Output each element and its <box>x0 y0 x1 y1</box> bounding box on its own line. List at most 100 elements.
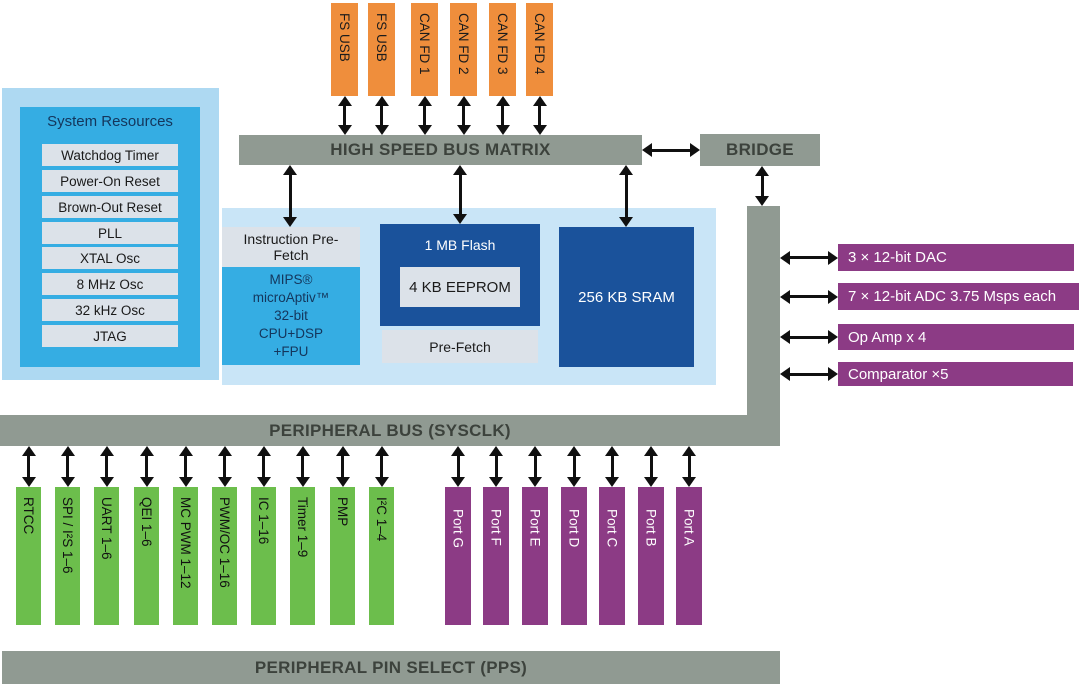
analog-op-amp-x-4-label: Op Amp x 4 <box>848 328 927 346</box>
peripheral-spi-i-s-1-6: SPI / I²S 1–6 <box>55 487 80 625</box>
arrow-mc-pwm-1-12 <box>178 446 193 487</box>
sysres-pll: PLL <box>42 222 178 244</box>
arrow-port-a <box>682 446 696 487</box>
port-port-d: Port D <box>561 487 587 625</box>
peripheral-qei-1-6-label: QEI 1–6 <box>139 497 154 547</box>
arrow-i-c-1-4 <box>374 446 389 487</box>
sysres-watchdog-timer: Watchdog Timer <box>42 144 178 166</box>
cpu-label-line: 32-bit <box>274 308 308 324</box>
connector-can-fd-3-5: CAN FD 3 <box>489 3 516 96</box>
arrow-port-g <box>451 446 465 487</box>
instruction-prefetch-box: Instruction Pre-Fetch <box>222 227 360 267</box>
arrow-op-amp-x-4 <box>780 330 838 344</box>
cpu-box <box>222 267 360 365</box>
peripheral-rtcc-label: RTCC <box>21 497 36 535</box>
arrow-matrix-instruction-prefetch <box>283 165 297 227</box>
sysres-power-on-reset-label: Power-On Reset <box>60 173 160 189</box>
arrow-7-12-bit-adc-3-75-msps-each <box>780 289 838 304</box>
connector-can-fd-1-3-label: CAN FD 1 <box>417 13 432 75</box>
analog-op-amp-x-4: Op Amp x 4 <box>838 324 1074 350</box>
peripheral-mc-pwm-1-12: MC PWM 1–12 <box>173 487 198 625</box>
connector-fs-usb-1: FS USB <box>331 3 358 96</box>
sysres-8-mhz-osc: 8 MHz Osc <box>42 273 178 295</box>
peripheral-uart-1-6-label: UART 1–6 <box>99 497 114 560</box>
system-resources-title: System Resources <box>47 113 173 130</box>
port-port-f: Port F <box>483 487 509 625</box>
port-port-a: Port A <box>676 487 702 625</box>
analog-comparator-5-label: Comparator ×5 <box>848 365 949 383</box>
connector-can-fd-2-4-label: CAN FD 2 <box>456 13 471 75</box>
sysres-jtag: JTAG <box>42 325 178 347</box>
arrow-pmp <box>335 446 350 487</box>
port-port-c: Port C <box>599 487 625 625</box>
peripheral-i-c-1-4-label: I²C 1–4 <box>374 497 389 542</box>
sysres-brown-out-reset-label: Brown-Out Reset <box>58 199 162 215</box>
sysres-power-on-reset: Power-On Reset <box>42 170 178 192</box>
connector-can-fd-3-5-label: CAN FD 3 <box>495 13 510 75</box>
connector-can-fd-4-6: CAN FD 4 <box>526 3 553 96</box>
port-port-c-label: Port C <box>604 509 620 548</box>
peripheral-pwm-oc-1-16-label: PWM/OC 1–16 <box>217 497 232 588</box>
peripheral-pmp: PMP <box>330 487 355 625</box>
arrow-can-fd-2-4 <box>456 96 471 135</box>
arrow-port-e <box>528 446 542 487</box>
peripheral-spi-i-s-1-6-label: SPI / I²S 1–6 <box>60 497 75 574</box>
flash-prefetch-box: Pre-Fetch <box>382 330 538 363</box>
sysres-32-khz-osc: 32 kHz Osc <box>42 299 178 321</box>
arrow-uart-1-6 <box>99 446 114 487</box>
arrow-can-fd-3-5 <box>495 96 510 135</box>
arrow-bridge-peripheral-bus <box>755 166 769 206</box>
peripheral-timer-1-9-label: Timer 1–9 <box>295 497 310 558</box>
peripheral-rtcc: RTCC <box>16 487 41 625</box>
connector-fs-usb-2-label: FS USB <box>374 13 389 62</box>
arrow-matrix-bridge <box>642 143 700 157</box>
arrow-can-fd-1-3 <box>417 96 432 135</box>
high-speed-bus-matrix: HIGH SPEED BUS MATRIX <box>239 135 642 165</box>
connector-fs-usb-1-label: FS USB <box>337 13 352 62</box>
connector-can-fd-4-6-label: CAN FD 4 <box>532 13 547 75</box>
peripheral-pin-select-bar: PERIPHERAL PIN SELECT (PPS) <box>2 651 780 684</box>
analog-7-12-bit-adc-3-75-msps-each-label: 7 × 12-bit ADC 3.75 Msps each <box>848 288 1057 305</box>
peripheral-pwm-oc-1-16: PWM/OC 1–16 <box>212 487 237 625</box>
port-port-g: Port G <box>445 487 471 625</box>
sysres-brown-out-reset: Brown-Out Reset <box>42 196 178 218</box>
port-port-a-label: Port A <box>681 509 697 546</box>
arrow-pwm-oc-1-16 <box>217 446 232 487</box>
analog-7-12-bit-adc-3-75-msps-each: 7 × 12-bit ADC 3.75 Msps each <box>838 283 1079 310</box>
arrow-port-b <box>644 446 658 487</box>
peripheral-bus: PERIPHERAL BUS (SYSCLK) <box>0 415 780 446</box>
peripheral-timer-1-9: Timer 1–9 <box>290 487 315 625</box>
arrow-ic-1-16 <box>256 446 271 487</box>
arrow-matrix-flash <box>453 165 467 224</box>
port-port-f-label: Port F <box>488 509 504 546</box>
peripheral-ic-1-16-label: IC 1–16 <box>256 497 271 545</box>
peripheral-pmp-label: PMP <box>335 497 350 527</box>
port-port-e-label: Port E <box>527 509 543 547</box>
peripheral-i-c-1-4: I²C 1–4 <box>369 487 394 625</box>
sram-box: 256 KB SRAM <box>559 227 694 367</box>
bridge-vertical-bus <box>747 206 780 446</box>
peripheral-uart-1-6: UART 1–6 <box>94 487 119 625</box>
sysres-jtag-label: JTAG <box>93 328 127 344</box>
cpu-label-line: +FPU <box>273 343 309 359</box>
arrow-timer-1-9 <box>295 446 310 487</box>
arrow-can-fd-4-6 <box>532 96 547 135</box>
port-port-b-label: Port B <box>643 509 659 547</box>
arrow-3-12-bit-dac <box>780 250 838 265</box>
arrow-spi-i-s-1-6 <box>60 446 75 487</box>
eeprom-box: 4 KB EEPROM <box>400 267 520 307</box>
arrow-port-d <box>567 446 581 487</box>
peripheral-ic-1-16: IC 1–16 <box>251 487 276 625</box>
sysres-pll-label: PLL <box>97 225 123 241</box>
sysres-xtal-osc: XTAL Osc <box>42 247 178 269</box>
cpu-label-line: MIPS® <box>269 272 313 288</box>
port-port-g-label: Port G <box>450 509 466 549</box>
connector-fs-usb-2: FS USB <box>368 3 395 96</box>
arrow-qei-1-6 <box>139 446 154 487</box>
analog-3-12-bit-dac: 3 × 12-bit DAC <box>838 244 1074 271</box>
arrow-rtcc <box>21 446 36 487</box>
peripheral-mc-pwm-1-12-label: MC PWM 1–12 <box>178 497 193 589</box>
analog-comparator-5: Comparator ×5 <box>838 362 1073 386</box>
